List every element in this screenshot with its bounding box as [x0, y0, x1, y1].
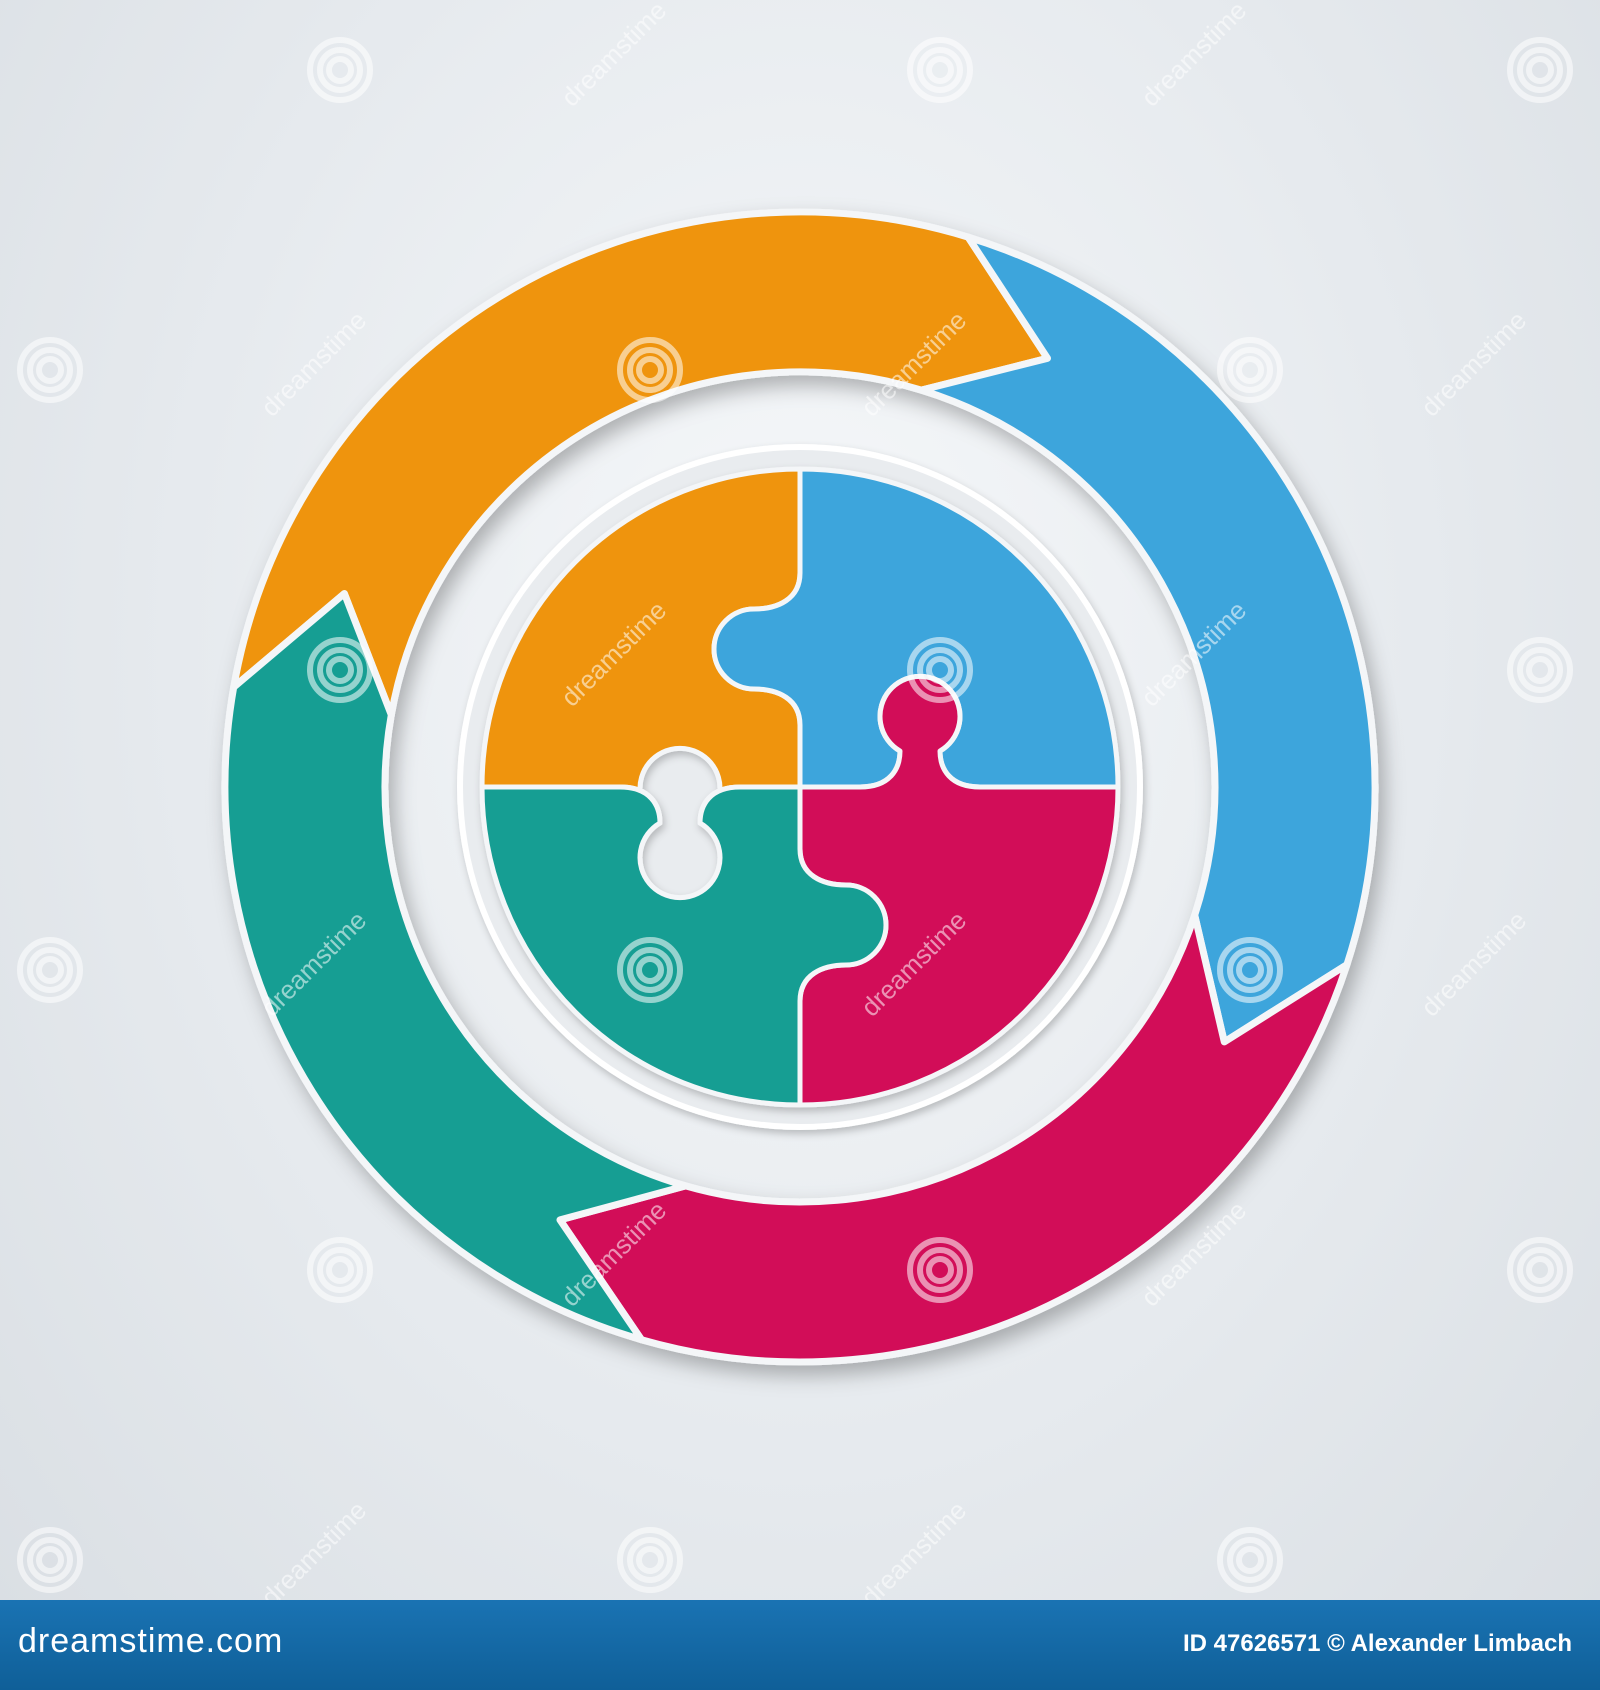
footer-bar: dreamstime.com ID 47626571 © Alexander L… [0, 1600, 1600, 1690]
watermark-text: dreamstime [1415, 905, 1532, 1022]
diagram-canvas: dreamstime dreamstime dreamstime dreamstime… [17, 0, 1573, 1600]
spiral-logo-icon [307, 637, 373, 703]
spiral-logo-icon [907, 1237, 973, 1303]
spiral-logo-icon [1507, 1237, 1573, 1303]
spiral-logo-icon [1217, 937, 1283, 1003]
outer-segment-orange [230, 208, 1051, 719]
watermark-text: dreamstime [1415, 305, 1532, 422]
spiral-logo-icon [617, 1527, 683, 1593]
circular-cycle-diagram: dreamstime dreamstime dreamstime dreamstime… [17, 0, 1573, 1600]
brand-label[interactable]: dreamstime.com [18, 1622, 284, 1660]
spiral-logo-icon [1217, 337, 1283, 403]
outer-ring [221, 208, 1379, 1366]
watermark-text: dreamstime [855, 1495, 972, 1600]
copyright-author: © Alexander Limbach [1327, 1630, 1572, 1657]
spiral-logo-icon [617, 937, 683, 1003]
spiral-logo-icon [1507, 37, 1573, 103]
outer-segment-magenta [556, 911, 1351, 1366]
puzzle-piece-teal [479, 784, 889, 1108]
spiral-logo-icon [307, 1237, 373, 1303]
image-id: ID 47626571 [1183, 1630, 1321, 1657]
spiral-logo-icon [907, 637, 973, 703]
spiral-logo-icon [17, 1527, 83, 1593]
watermark-text: dreamstime [255, 305, 372, 422]
spiral-logo-icon [1507, 637, 1573, 703]
watermark-text: dreamstime [555, 0, 672, 112]
watermark-text: dreamstime [255, 1495, 372, 1600]
puzzle-circle [479, 466, 1121, 1108]
outer-segment-teal [221, 590, 690, 1344]
spiral-logo-icon [617, 337, 683, 403]
image-credit: ID 47626571 © Alexander Limbach [1183, 1630, 1572, 1658]
spiral-logo-icon [1217, 1527, 1283, 1593]
outer-segment-blue [917, 233, 1379, 1046]
spiral-logo-icon [17, 937, 83, 1003]
spiral-logo-icon [17, 337, 83, 403]
spiral-logo-icon [307, 37, 373, 103]
watermark-text: dreamstime [1135, 0, 1252, 112]
spiral-logo-icon [907, 37, 973, 103]
